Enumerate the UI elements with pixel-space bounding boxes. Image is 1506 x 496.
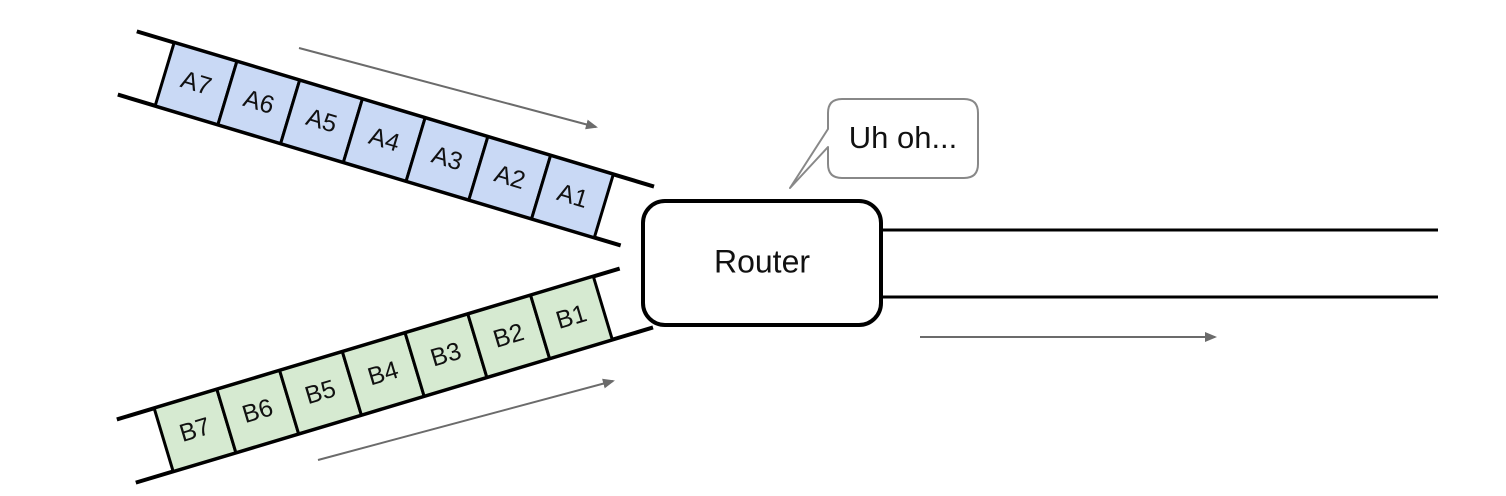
queue-b-packet: B6 <box>215 368 301 455</box>
queue-a-packet: A6 <box>216 59 302 146</box>
flow-arrow-a <box>298 47 598 130</box>
speech-bubble-text: Uh oh... <box>849 120 958 155</box>
router-box <box>641 199 883 327</box>
speech-bubble-outline <box>789 98 979 189</box>
queue-b-packet: B1 <box>528 274 615 361</box>
queue-a-packet: A4 <box>341 97 427 183</box>
queue-b-packet: B7 <box>152 387 238 474</box>
queue-a-packet: A2 <box>466 134 553 221</box>
queue-b-packet: B2 <box>465 293 552 380</box>
queue-a-packet: A3 <box>404 116 490 202</box>
queue-b-packet: B4 <box>340 331 426 417</box>
speech-bubble: Uh oh... <box>789 98 979 189</box>
flow-arrow-b <box>317 378 615 461</box>
queue-a-packet: A7 <box>153 40 239 127</box>
queue-a-packet-box <box>529 153 616 240</box>
router-node: Router <box>641 199 883 327</box>
queue-b-packet: B3 <box>403 312 489 398</box>
router-label: Router <box>714 243 810 279</box>
queue-a-packet: A1 <box>529 153 616 240</box>
queue-a-packet: A5 <box>278 78 365 165</box>
queue-b-packet-box <box>528 274 615 361</box>
